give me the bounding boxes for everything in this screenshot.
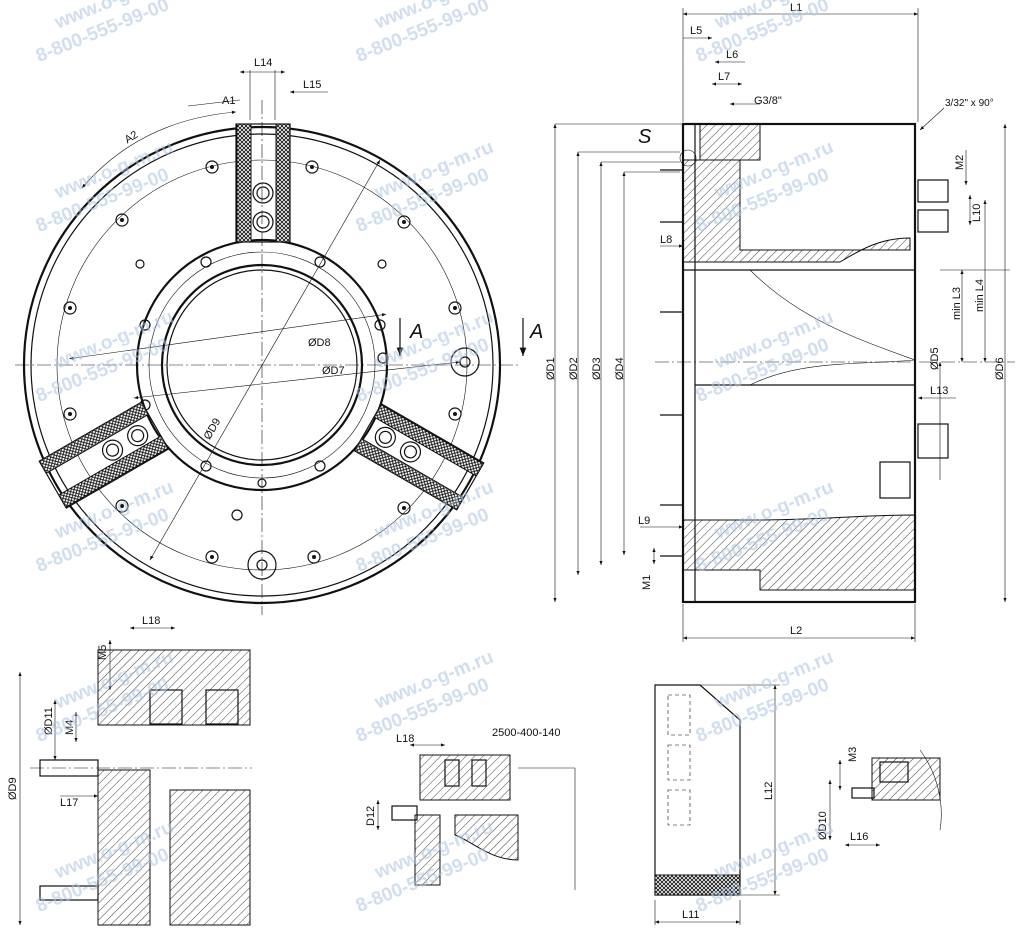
dim-L18-mid: L18 — [396, 733, 414, 745]
dim-D7: ØD7 — [322, 365, 345, 377]
dim-L2: L2 — [790, 625, 802, 637]
dim-D6: ØD6 — [994, 357, 1006, 380]
watermark-0: www.o-g-m.ru8-800-555-99-00 — [33, 0, 176, 67]
dim-D4: ØD4 — [614, 357, 626, 380]
dim-L11: L11 — [682, 909, 700, 921]
dim-L14: L14 — [254, 57, 272, 69]
dim-D2: ØD2 — [568, 357, 580, 380]
dim-D9-detail: ØD9 — [7, 777, 19, 800]
dim-D1: ØD1 — [545, 357, 557, 380]
jaw-top — [235, 123, 291, 243]
dim-D5: ØD5 — [929, 347, 941, 370]
watermark-2: www.o-g-m.ru8-800-555-99-00 — [693, 0, 836, 67]
dim-L12: L12 — [763, 782, 775, 800]
dim-L7: L7 — [718, 71, 730, 83]
dim-D11: ØD11 — [43, 707, 55, 735]
dim-L3: min L3 — [951, 287, 963, 320]
dim-M2: M2 — [954, 155, 966, 170]
dim-M1: M1 — [641, 575, 653, 590]
dim-L18: L18 — [142, 615, 160, 627]
watermark-13: www.o-g-m.ru8-800-555-99-00 — [353, 647, 496, 747]
model-number: 2500-400-140 — [492, 727, 561, 739]
dim-D3: ØD3 — [591, 357, 603, 380]
detail-left: ØD9 ØD11 M4 M5 L18 L17 — [7, 615, 252, 926]
dim-A2: A2 — [123, 129, 141, 146]
dim-L1: L1 — [790, 2, 802, 14]
dim-L4: min L4 — [974, 279, 986, 312]
dim-L13: L13 — [930, 385, 948, 397]
watermark-7: www.o-g-m.ru8-800-555-99-00 — [353, 307, 496, 407]
dim-L15: L15 — [303, 79, 321, 91]
jaw-bottom-right — [353, 403, 485, 511]
dim-M3: M3 — [847, 747, 859, 762]
dim-L9: L9 — [638, 515, 650, 527]
side-section-view: L1 L5 L6 L7 G3/8" 3/32" x 90° S ØD1 ØD2 … — [545, 2, 1015, 642]
front-view: ØD8 ØD7 ØD9 L14 L15 A1 A2 A A — [15, 57, 543, 615]
detail-jaw: L12 L11 — [654, 684, 780, 925]
dim-D12: D12 — [365, 806, 377, 826]
section-mark-left: A — [409, 321, 423, 343]
watermark-14: www.o-g-m.ru8-800-555-99-00 — [693, 647, 836, 747]
dim-L16: L16 — [850, 831, 868, 843]
dim-L17: L17 — [60, 797, 78, 809]
dim-G: G3/8" — [754, 95, 782, 107]
dim-L6: L6 — [726, 49, 738, 61]
watermark-8: www.o-g-m.ru8-800-555-99-00 — [693, 307, 836, 407]
watermark-1: www.o-g-m.ru8-800-555-99-00 — [353, 0, 496, 67]
detail-middle: 2500-400-140 L18 D12 — [365, 727, 576, 890]
dim-chamfer: 3/32" x 90° — [945, 98, 994, 109]
dim-D8: ØD8 — [308, 337, 331, 349]
detail-mark-S: S — [638, 126, 652, 148]
dim-M5: M5 — [97, 645, 109, 660]
dim-L5: L5 — [690, 25, 702, 37]
dim-L10: L10 — [971, 204, 983, 222]
watermark-9: www.o-g-m.ru8-800-555-99-00 — [33, 477, 176, 577]
detail-right: M3 ØD10 L16 — [817, 747, 942, 847]
watermark-6: www.o-g-m.ru8-800-555-99-00 — [33, 307, 176, 407]
dim-L8: L8 — [660, 234, 672, 246]
dim-D10: ØD10 — [817, 811, 829, 840]
watermark-17: www.o-g-m.ru8-800-555-99-00 — [693, 817, 836, 917]
section-mark-right: A — [529, 321, 543, 343]
dim-M4: M4 — [64, 720, 76, 735]
